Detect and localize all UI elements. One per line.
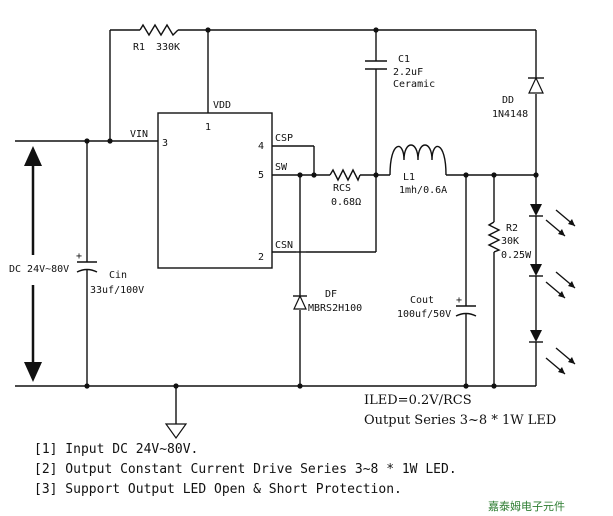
wires xyxy=(15,29,537,424)
c1-note: Ceramic xyxy=(393,79,435,90)
c1-value: 2.2uF xyxy=(393,67,423,78)
pin-csp-name: CSP xyxy=(275,133,293,144)
df-value: MBRS2H100 xyxy=(308,303,362,314)
led-2 xyxy=(529,264,576,299)
pin-vin-num: 3 xyxy=(162,138,168,149)
cin-value: 33uf/100V xyxy=(90,285,144,296)
dd-ref: DD xyxy=(502,95,514,106)
pin-vin-name: VIN xyxy=(130,129,148,140)
rcs-value: 0.68Ω xyxy=(331,197,361,208)
cout-plus-mark: + xyxy=(456,295,462,306)
input-voltage-arrows: DC 24V~80V xyxy=(9,146,69,382)
r1-ref: R1 xyxy=(133,42,145,53)
cin-capacitor: + Cin 33uf/100V xyxy=(76,251,144,296)
r2-resistor: R2 30K 0.25W xyxy=(487,221,532,261)
cout-value: 100uf/50V xyxy=(397,309,451,320)
cout-capacitor: + Cout 100uf/50V xyxy=(397,295,477,320)
df-ref: DF xyxy=(325,289,337,300)
pin-vdd-name: VDD xyxy=(213,100,231,111)
pin-csp-num: 4 xyxy=(258,141,264,152)
df-diode: DF MBRS2H100 xyxy=(293,289,362,314)
l1-ref: L1 xyxy=(403,172,415,183)
cin-ref: Cin xyxy=(109,270,127,281)
ground-icon xyxy=(164,423,188,440)
notes-list: [1] Input DC 24V~80V. [2] Output Constan… xyxy=(34,440,457,500)
led-string xyxy=(529,204,576,375)
output-series-label: Output Series 3~8 * 1W LED xyxy=(364,413,556,428)
r2-value: 30K xyxy=(501,236,519,247)
watermark: 嘉泰姆电子元件 xyxy=(488,500,565,513)
junctions xyxy=(84,27,539,389)
iled-formula: ILED=0.2V/RCS xyxy=(364,393,472,408)
r2-note: 0.25W xyxy=(501,250,532,261)
pin-vdd-num: 1 xyxy=(205,122,211,133)
led-3 xyxy=(529,330,576,375)
pin-sw-name: SW xyxy=(275,162,288,173)
note-2: [2] Output Constant Current Drive Series… xyxy=(34,462,457,477)
note-3: [3] Support Output LED Open & Short Prot… xyxy=(34,482,402,497)
r1-value: 330K xyxy=(156,42,180,53)
cin-plus-mark: + xyxy=(76,251,82,262)
dd-value: 1N4148 xyxy=(492,109,528,120)
ic-block: VDD 1 VIN 3 CSP 4 SW 5 CSN 2 xyxy=(130,100,293,269)
pin-csn-num: 2 xyxy=(258,252,264,263)
cout-ref: Cout xyxy=(410,295,434,306)
pin-sw-num: 5 xyxy=(258,170,264,181)
c1-capacitor: C1 2.2uF Ceramic xyxy=(365,54,435,90)
led-1 xyxy=(529,204,576,237)
r1-resistor: R1 330K xyxy=(133,23,180,53)
dd-diode: DD 1N4148 xyxy=(492,76,544,120)
rcs-ref: RCS xyxy=(333,183,351,194)
r2-ref: R2 xyxy=(506,223,518,234)
pin-csn-name: CSN xyxy=(275,240,293,251)
note-1: [1] Input DC 24V~80V. xyxy=(34,442,199,457)
c1-ref: C1 xyxy=(398,54,410,65)
rcs-resistor: RCS 0.68Ω xyxy=(329,168,361,208)
input-voltage-label: DC 24V~80V xyxy=(9,264,69,275)
l1-inductor: L1 1mh/0.6A xyxy=(389,144,447,196)
l1-value: 1mh/0.6A xyxy=(399,185,447,196)
